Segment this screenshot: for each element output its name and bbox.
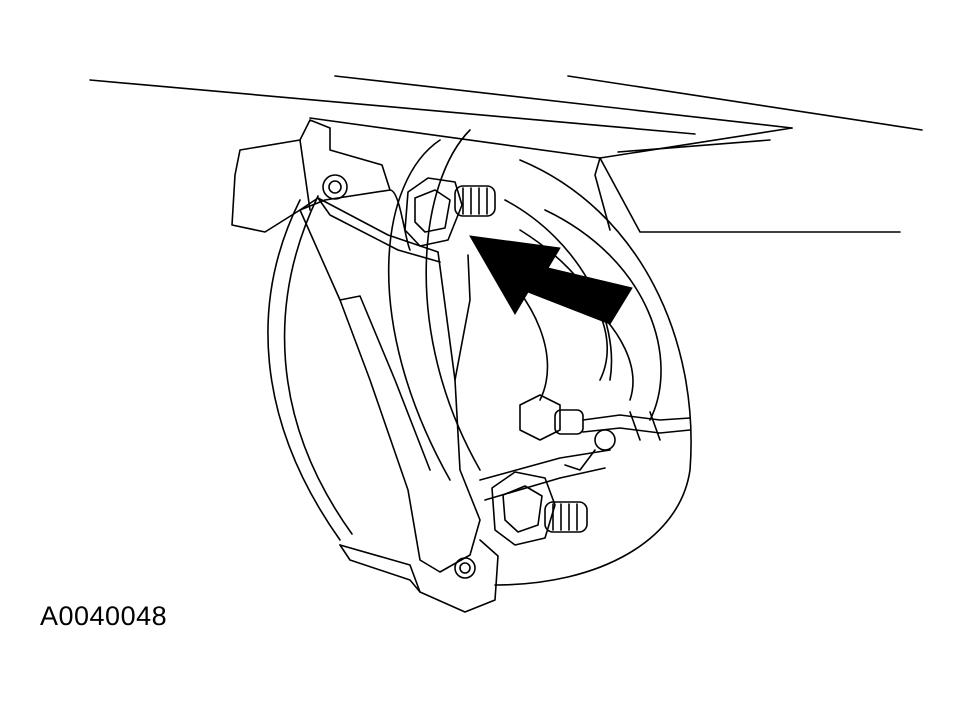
figure-id-label: A0040048 (40, 601, 168, 631)
arrow-pointer-icon (469, 235, 633, 325)
upper-guide-bolt (389, 177, 496, 251)
lower-guide-bolt (479, 449, 611, 546)
brake-hose-fitting (519, 394, 691, 471)
body-panel-lines (89, 75, 923, 233)
